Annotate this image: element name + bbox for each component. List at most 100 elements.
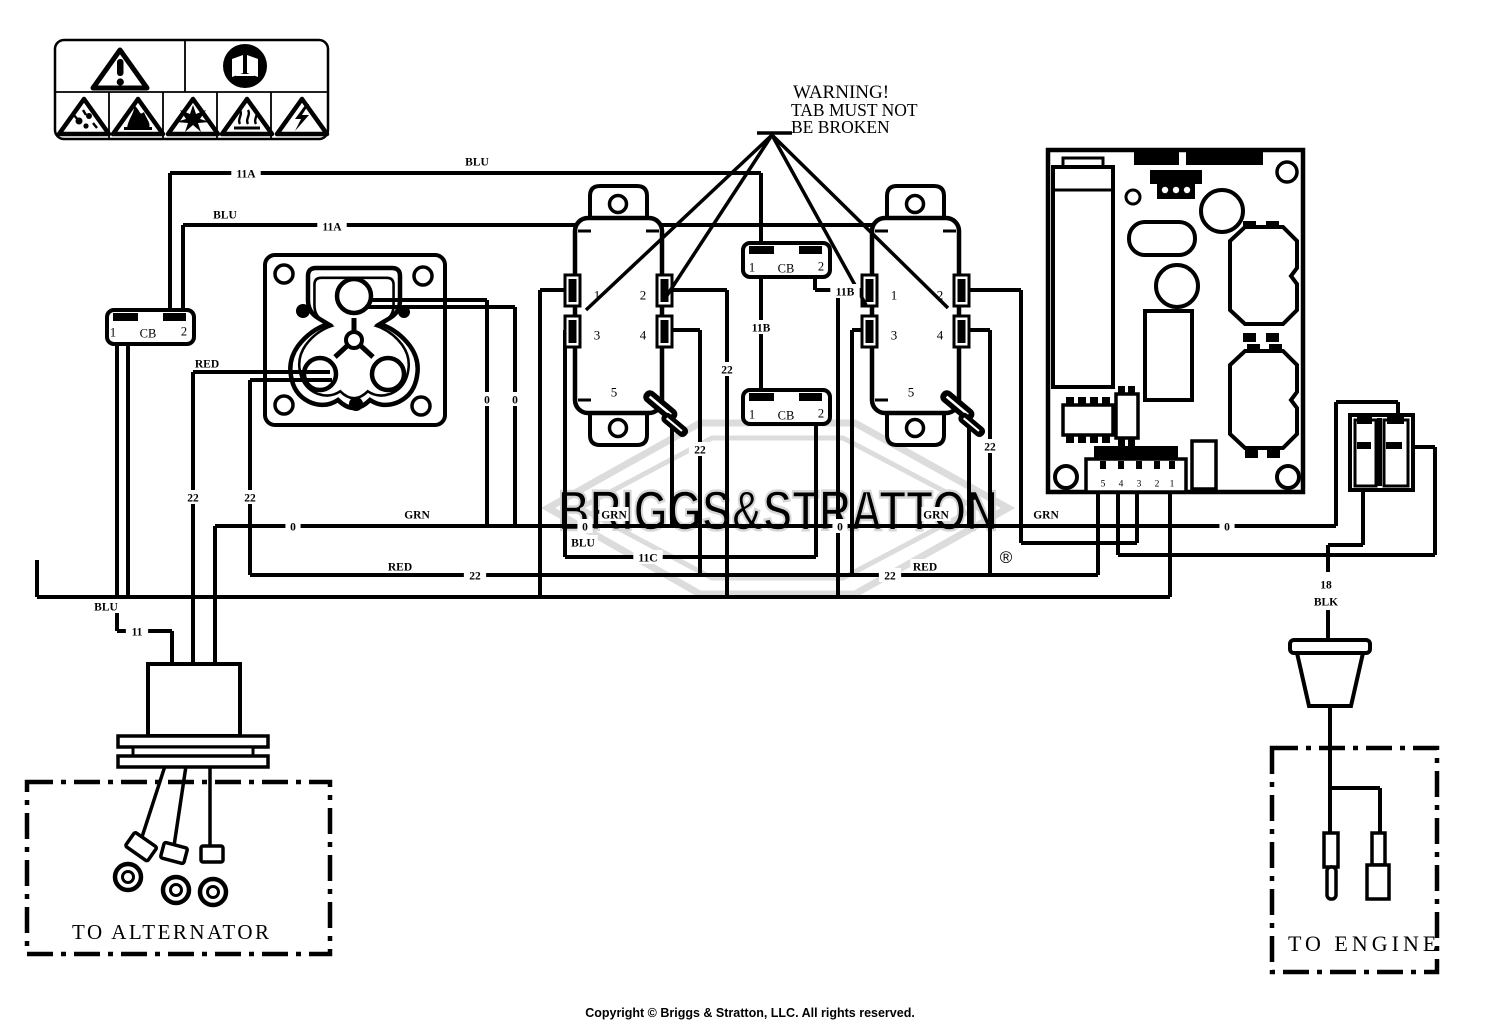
alternator-zone-title: TO ALTERNATOR bbox=[72, 920, 272, 944]
board-output-connector bbox=[1084, 446, 1188, 494]
fire-icon bbox=[110, 96, 166, 137]
mounting-hole bbox=[273, 263, 295, 285]
wire-label-22: 22 bbox=[187, 493, 199, 505]
label-backing bbox=[210, 207, 240, 221]
label-backing bbox=[285, 519, 301, 533]
wire-label-22: 22 bbox=[244, 493, 256, 505]
wire-label-11b: 11B bbox=[752, 323, 771, 335]
component-label-1: 1 bbox=[594, 288, 601, 303]
wire-label-11a: 11A bbox=[322, 222, 342, 234]
component-label-4: 4 bbox=[937, 328, 944, 343]
wire-label-22: 22 bbox=[884, 571, 896, 583]
mounting-hole bbox=[1124, 188, 1142, 206]
read-manual-icon bbox=[223, 44, 267, 88]
warning-note-line3: BE BROKEN bbox=[791, 117, 890, 137]
explosion-icon bbox=[165, 96, 221, 137]
component-label-1: 1 bbox=[1170, 480, 1175, 490]
component-label-5: 5 bbox=[908, 385, 915, 400]
component-label-2: 2 bbox=[181, 325, 187, 339]
wire-label-blu: BLU bbox=[465, 157, 489, 169]
wire-label-0: 0 bbox=[837, 522, 843, 534]
mounting-hole bbox=[1275, 160, 1299, 184]
wire-label-11b: 11B bbox=[836, 287, 855, 299]
warning-note: WARNING! TAB MUST NOT BE BROKEN bbox=[791, 82, 918, 137]
label-backing bbox=[507, 392, 523, 406]
wire-label-blu: BLU bbox=[94, 602, 118, 614]
label-backing bbox=[192, 356, 222, 370]
wire-label-blk: BLK bbox=[1314, 597, 1338, 609]
label-backing bbox=[181, 490, 205, 504]
receptacle-slot bbox=[334, 276, 374, 316]
engine-zone-title: TO ENGINE bbox=[1288, 931, 1440, 956]
hot-surface-icon bbox=[219, 96, 275, 137]
component-label-5: 5 bbox=[611, 385, 618, 400]
general-warning-icon bbox=[90, 47, 150, 91]
terminal-dot bbox=[296, 304, 310, 318]
heatsink-component bbox=[1228, 221, 1299, 342]
alternator-connector bbox=[116, 662, 270, 769]
label-backing bbox=[832, 519, 848, 533]
wire-label-11c: 11C bbox=[638, 553, 657, 565]
wire-label-11a: 11A bbox=[236, 169, 256, 181]
label-backing bbox=[878, 568, 902, 582]
wire-label-0: 0 bbox=[1224, 522, 1230, 534]
engine-boot-connector bbox=[1288, 638, 1372, 708]
component-label-1: 1 bbox=[891, 288, 898, 303]
label-backing bbox=[385, 559, 415, 573]
receptacle-core-inner-outline bbox=[297, 276, 411, 400]
label-backing bbox=[1219, 519, 1235, 533]
warning-note-line1: WARNING! bbox=[793, 82, 889, 103]
mounting-hole bbox=[410, 395, 432, 417]
alternator-zone-box bbox=[24, 779, 333, 957]
component-label-2: 2 bbox=[640, 288, 647, 303]
three-pin-connector bbox=[1150, 170, 1202, 199]
small-ic-chip bbox=[1114, 386, 1140, 446]
label-backing bbox=[125, 624, 149, 638]
wire-label-0: 0 bbox=[582, 522, 588, 534]
wire-label-red: RED bbox=[913, 562, 937, 574]
wire-label-22: 22 bbox=[694, 445, 706, 457]
component-label-cb: CB bbox=[778, 262, 795, 276]
heatsink-component bbox=[1228, 344, 1299, 458]
label-backing bbox=[238, 490, 262, 504]
warning-arrows bbox=[584, 131, 950, 312]
label-backing bbox=[577, 519, 593, 533]
component-label-2: 2 bbox=[818, 407, 824, 421]
wire-label-0: 0 bbox=[512, 395, 518, 407]
component-label-3: 3 bbox=[891, 328, 898, 343]
component-label-2: 2 bbox=[818, 260, 824, 274]
label-backing bbox=[463, 568, 487, 582]
label-backing bbox=[599, 507, 629, 521]
electric-shock-icon bbox=[274, 96, 330, 137]
wire-label-22: 22 bbox=[721, 365, 733, 377]
label-backing bbox=[231, 166, 261, 180]
wire-label-blu: BLU bbox=[213, 210, 237, 222]
label-backing bbox=[830, 284, 860, 298]
wire-label-0: 0 bbox=[290, 522, 296, 534]
label-backing bbox=[715, 362, 739, 376]
component-label-1: 1 bbox=[110, 326, 116, 340]
component-label-5: 5 bbox=[1101, 480, 1106, 490]
component-label-4: 4 bbox=[640, 328, 647, 343]
wire-label-red: RED bbox=[195, 359, 219, 371]
wire-label-grn: GRN bbox=[923, 510, 949, 522]
mounting-hole bbox=[273, 394, 295, 416]
component-label-2: 2 bbox=[937, 288, 944, 303]
wire-label-22: 22 bbox=[984, 442, 996, 454]
engine-connector-block bbox=[1348, 413, 1415, 492]
component-label-1: 1 bbox=[749, 261, 755, 275]
wire-label-0: 0 bbox=[484, 395, 490, 407]
mounting-hole bbox=[412, 265, 434, 287]
warning-label-box bbox=[53, 38, 330, 141]
engine-terminals bbox=[1322, 831, 1391, 901]
label-backing bbox=[402, 507, 432, 521]
label-backing bbox=[1311, 594, 1341, 608]
wire-label-11: 11 bbox=[132, 627, 143, 639]
label-backing bbox=[462, 154, 492, 168]
wire-label-18: 18 bbox=[1320, 580, 1332, 592]
label-backing bbox=[317, 219, 347, 233]
mounting-hole bbox=[1275, 464, 1301, 490]
copyright-text: Copyright © Briggs & Stratton, LLC. All … bbox=[585, 1006, 915, 1020]
